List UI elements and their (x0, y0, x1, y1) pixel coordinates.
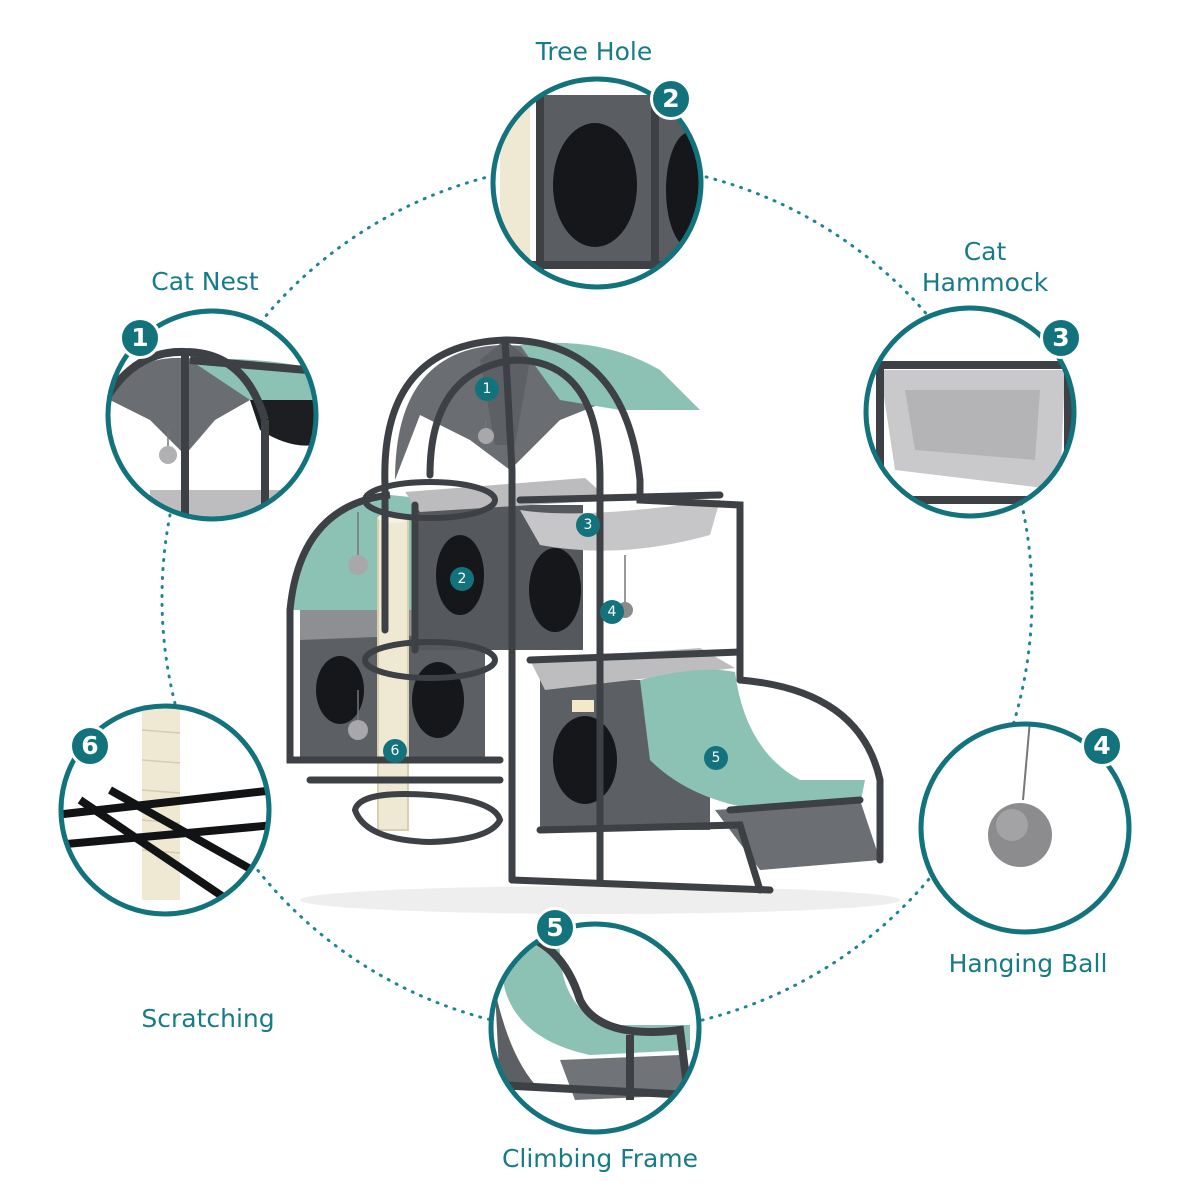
label-tree-hole: Tree Hole (535, 37, 653, 66)
product-marker-6: 6 (383, 739, 407, 763)
hanging-ball-detail-icon (918, 721, 1132, 935)
badge-cat-nest: 1 (119, 317, 161, 359)
climbing-frame-detail-icon (488, 921, 702, 1135)
product-marker-4: 4 (600, 600, 624, 624)
label-scratching: Scratching (141, 1004, 275, 1033)
label-cat-hammock-line2: Hammock (921, 268, 1049, 297)
product-marker-2: 2 (450, 567, 474, 591)
badge-tree-hole: 2 (650, 78, 692, 120)
scratching-post-detail-icon (58, 703, 272, 917)
badge-scratching: 6 (69, 725, 111, 767)
label-cat-hammock: Cat Hammock (885, 236, 1085, 298)
badge-climbing-frame: 5 (534, 907, 576, 949)
cat-nest-detail-icon (105, 308, 319, 522)
product-marker-5: 5 (704, 746, 728, 770)
badge-cat-hammock: 3 (1040, 317, 1082, 359)
label-hanging-ball: Hanging Ball (948, 949, 1108, 978)
cat-hammock-detail-icon (863, 305, 1077, 519)
product-marker-1: 1 (475, 377, 499, 401)
label-cat-nest: Cat Nest (151, 267, 259, 296)
product-marker-3: 3 (576, 513, 600, 537)
label-climbing-frame: Climbing Frame (501, 1144, 699, 1173)
cat-tree-product (286, 336, 900, 914)
badge-hanging-ball: 4 (1081, 725, 1123, 767)
label-cat-hammock-line1: Cat (963, 237, 1007, 266)
